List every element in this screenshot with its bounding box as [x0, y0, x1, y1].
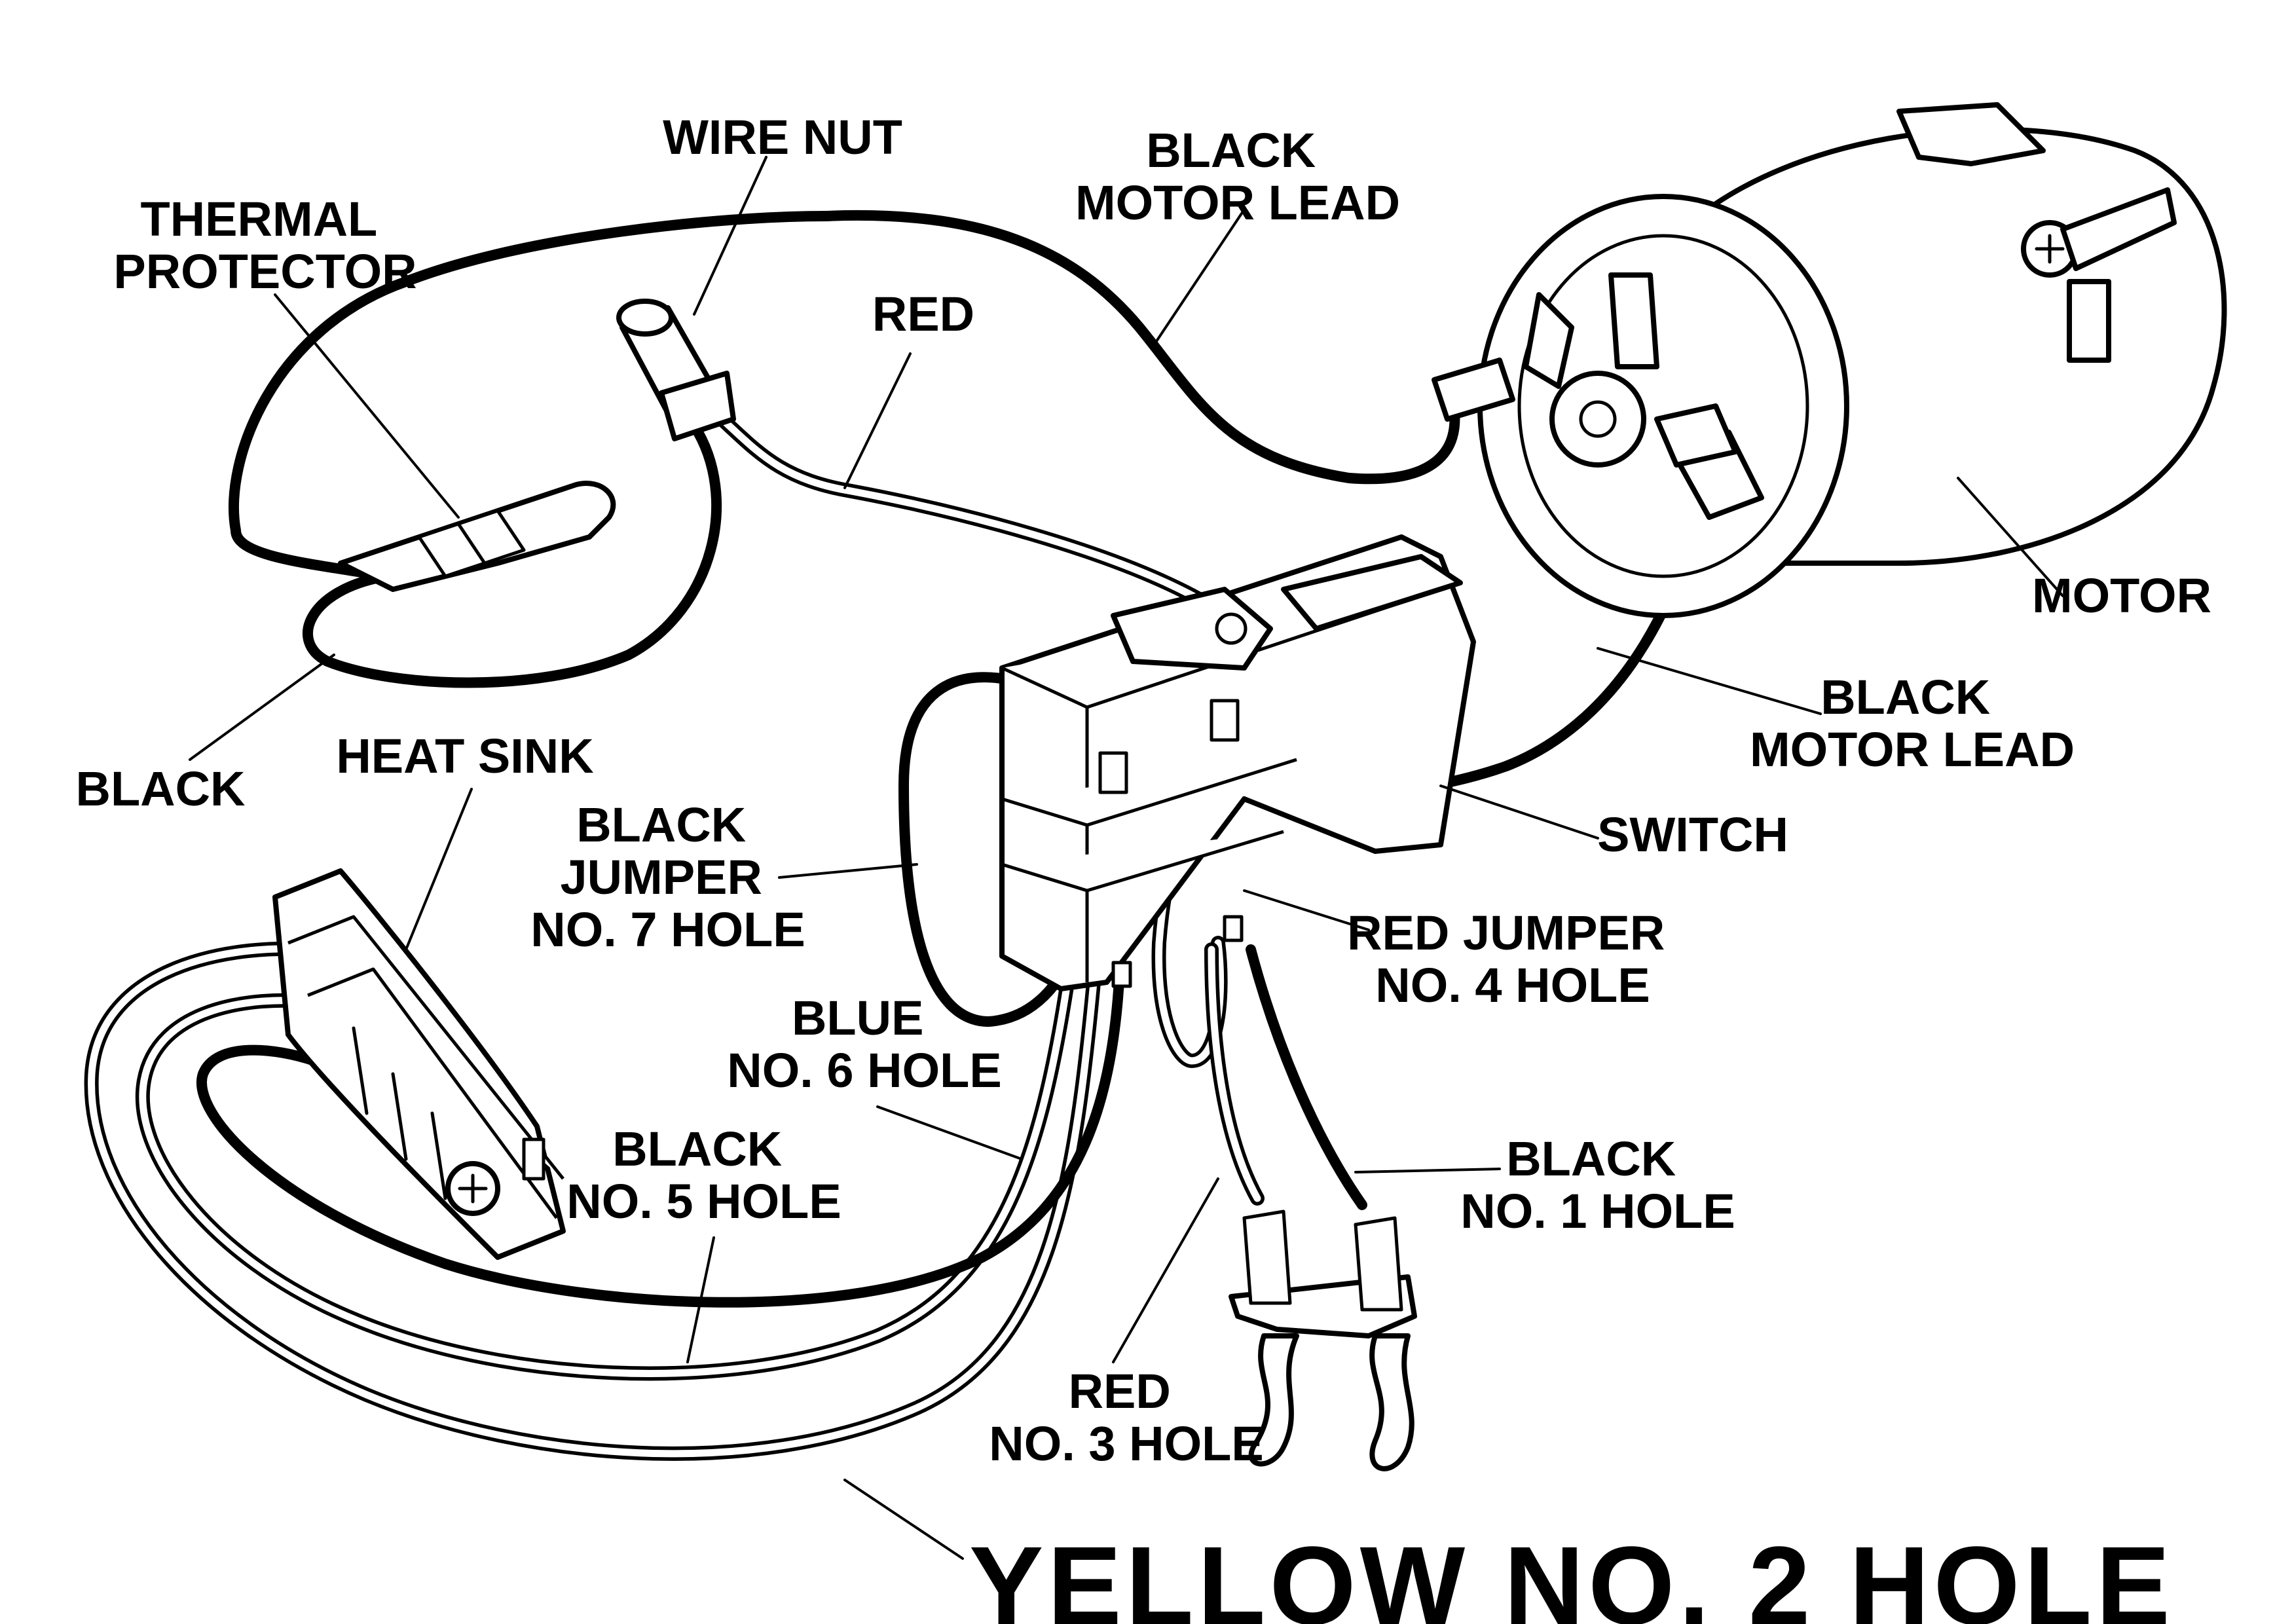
- label-black-motor-lead-top: BLACK MOTOR LEAD: [1075, 123, 1400, 230]
- red-wire-core: [703, 402, 1209, 606]
- leader-blue: [876, 1105, 1023, 1160]
- leader-motor: [1957, 477, 2064, 597]
- red-no3-wire-core: [1208, 946, 1261, 1202]
- label-motor: MOTOR: [2032, 568, 2211, 623]
- black-no5-wire: [196, 964, 1125, 1308]
- black-motor-lead-top-wire: [820, 210, 1460, 485]
- red-wire: [700, 399, 1212, 610]
- leader-switch: [1439, 784, 1599, 840]
- black-no1-wire: [1246, 944, 1367, 1210]
- label-black-no1: BLACK NO. 1 HOLE: [1460, 1132, 1735, 1238]
- label-thermal-protector: THERMAL PROTECTOR: [113, 192, 416, 299]
- label-red-no3: RED NO. 3 HOLE: [989, 1364, 1263, 1471]
- leader-red-jumper: [1243, 889, 1370, 931]
- label-wire-nut: WIRE NUT: [663, 110, 902, 164]
- label-yellow: YELLOW NO. 2 HOLE: [969, 1524, 2174, 1624]
- yellow-wire-core: [88, 945, 1098, 1458]
- leader-black-no1: [1354, 1168, 1501, 1173]
- motor: [1432, 102, 2227, 618]
- label-black-left: BLACK: [76, 762, 246, 816]
- leader-heat-sink: [405, 788, 473, 951]
- label-black-no5: BLACK NO. 5 HOLE: [566, 1122, 841, 1228]
- wire-nut: [616, 299, 736, 441]
- label-heat-sink: HEAT SINK: [336, 729, 593, 783]
- leader-yellow: [843, 1479, 964, 1560]
- terminal-block: [1229, 1209, 1417, 1471]
- leader-black-motor-lead-top: [1151, 208, 1246, 348]
- label-red-jumper: RED JUMPER NO. 4 HOLE: [1347, 906, 1678, 1012]
- blue-wire-core: [139, 978, 1071, 1377]
- leader-thermal-protector: [274, 293, 460, 519]
- label-switch: SWITCH: [1597, 807, 1788, 862]
- label-black-jumper: BLACK JUMPER NO. 7 HOLE: [530, 798, 805, 957]
- switch: [999, 534, 1476, 991]
- heat-sink: [272, 868, 566, 1260]
- leader-black-motor-lead-right: [1597, 647, 1822, 715]
- leader-black-left: [189, 654, 335, 761]
- label-red: RED: [872, 287, 974, 341]
- thermal-protector: [338, 481, 616, 592]
- leader-black-no5: [686, 1236, 715, 1363]
- leader-black-jumper: [778, 863, 918, 879]
- leader-red-no3: [1112, 1177, 1219, 1363]
- leader-red: [843, 352, 912, 489]
- black-jumper-wire: [898, 672, 1079, 1027]
- leader-wire-nut: [693, 156, 767, 316]
- label-blue: BLUE NO. 6 HOLE: [727, 991, 1001, 1098]
- label-black-motor-lead-right: BLACK MOTOR LEAD: [1750, 670, 2075, 777]
